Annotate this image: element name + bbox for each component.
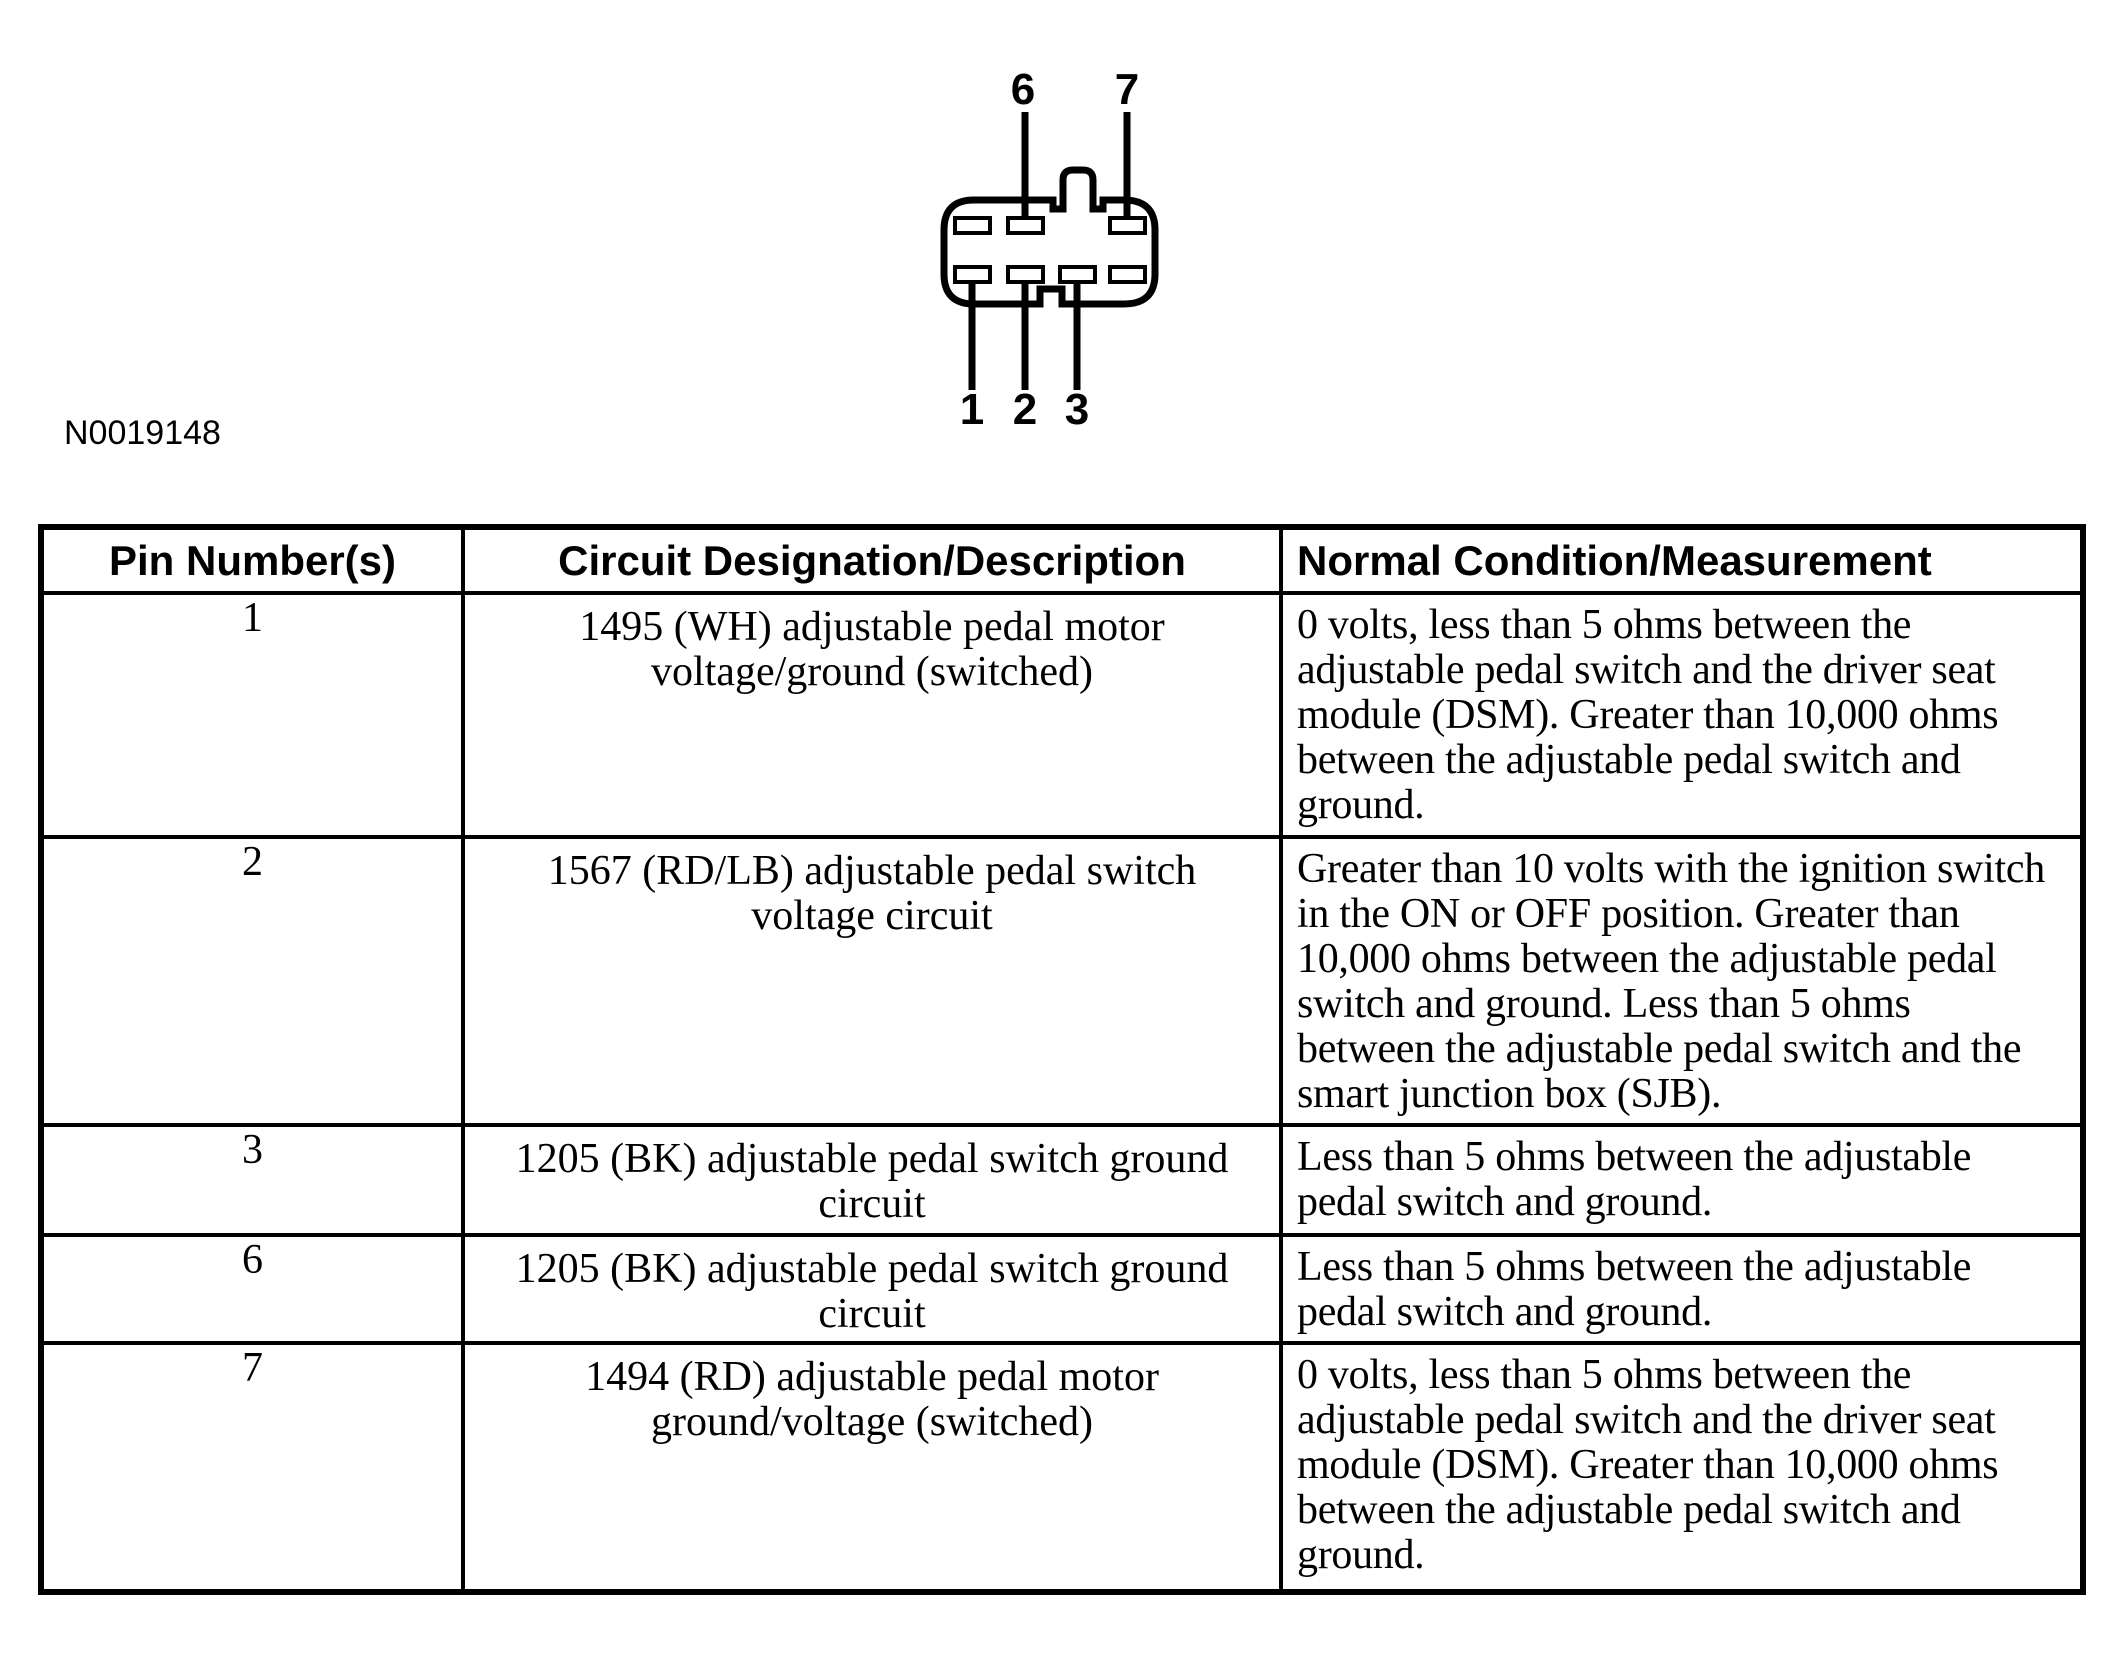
pin-label-7: 7 (1115, 65, 1139, 114)
cavity-pin2 (1006, 265, 1045, 284)
circuit-cell: 1205 (BK) adjustable pedal switch ground… (461, 1123, 1283, 1237)
connector-body-outline (940, 166, 1159, 308)
pinout-table: Pin Number(s) Circuit Designation/Descri… (38, 524, 2086, 1595)
pin-number-cell: 2 (39, 835, 465, 1127)
normal-cell: Less than 5 ohms between the adjustable … (1279, 1233, 2085, 1345)
normal-cell: 0 volts, less than 5 ohms between the ad… (1279, 591, 2085, 839)
pin-label-3: 3 (1065, 385, 1089, 434)
table-row: 2 1567 (RD/LB) adjustable pedal switch v… (39, 835, 2085, 1127)
table-row: 7 1494 (RD) adjustable pedal motor groun… (39, 1341, 2085, 1594)
cavity-pin1 (953, 265, 992, 284)
connector-cavities-bottom-row (953, 265, 1147, 284)
header-pin-numbers: Pin Number(s) (39, 525, 465, 595)
circuit-text: 1494 (RD) adjustable pedal motor ground/… (585, 1354, 1159, 1445)
circuit-cell: 1567 (RD/LB) adjustable pedal switch vol… (461, 835, 1283, 1127)
table-header-row: Pin Number(s) Circuit Designation/Descri… (39, 525, 2085, 595)
circuit-cell: 1205 (BK) adjustable pedal switch ground… (461, 1233, 1283, 1345)
connector-cavities-top-row (953, 216, 1147, 235)
normal-cell: 0 volts, less than 5 ohms between the ad… (1279, 1341, 2085, 1594)
cavity-bottom-right (1108, 265, 1147, 284)
cavity-pin7 (1108, 216, 1147, 235)
normal-cell: Less than 5 ohms between the adjustable … (1279, 1123, 2085, 1237)
pin-label-6: 6 (1011, 65, 1035, 114)
normal-cell: Greater than 10 volts with the ignition … (1279, 835, 2085, 1127)
circuit-cell: 1494 (RD) adjustable pedal motor ground/… (461, 1341, 1283, 1594)
table-row: 1 1495 (WH) adjustable pedal motor volta… (39, 591, 2085, 839)
circuit-text: 1495 (WH) adjustable pedal motor voltage… (579, 604, 1165, 695)
normal-text: Greater than 10 volts with the ignition … (1297, 846, 2045, 1117)
table-row: 3 1205 (BK) adjustable pedal switch grou… (39, 1123, 2085, 1237)
circuit-text: 1205 (BK) adjustable pedal switch ground… (515, 1246, 1229, 1337)
circuit-text: 1567 (RD/LB) adjustable pedal switch vol… (547, 848, 1197, 939)
normal-text: 0 volts, less than 5 ohms between the ad… (1297, 1352, 1999, 1578)
pin-number-cell: 6 (39, 1233, 465, 1345)
normal-text: Less than 5 ohms between the adjustable … (1297, 1244, 1972, 1335)
pin-number-cell: 7 (39, 1341, 465, 1594)
circuit-text: 1205 (BK) adjustable pedal switch ground… (515, 1136, 1229, 1227)
header-normal: Normal Condition/Measurement (1279, 525, 2085, 595)
pin-label-1: 1 (960, 385, 984, 434)
normal-text: 0 volts, less than 5 ohms between the ad… (1297, 602, 1999, 828)
circuit-cell: 1495 (WH) adjustable pedal motor voltage… (461, 591, 1283, 839)
header-circuit: Circuit Designation/Description (461, 525, 1283, 595)
cavity-pin3 (1058, 265, 1097, 284)
cavity-pin6 (1006, 216, 1045, 235)
cavity-top-left (953, 216, 992, 235)
figure-id-label: N0019148 (64, 414, 221, 452)
connector-diagram-icon: 6 7 1 2 3 (940, 65, 1159, 434)
pin-number-cell: 3 (39, 1123, 465, 1237)
normal-text: Less than 5 ohms between the adjustable … (1297, 1134, 1972, 1225)
pin-number-cell: 1 (39, 591, 465, 839)
pin-label-2: 2 (1013, 385, 1037, 434)
table-row: 6 1205 (BK) adjustable pedal switch grou… (39, 1233, 2085, 1345)
